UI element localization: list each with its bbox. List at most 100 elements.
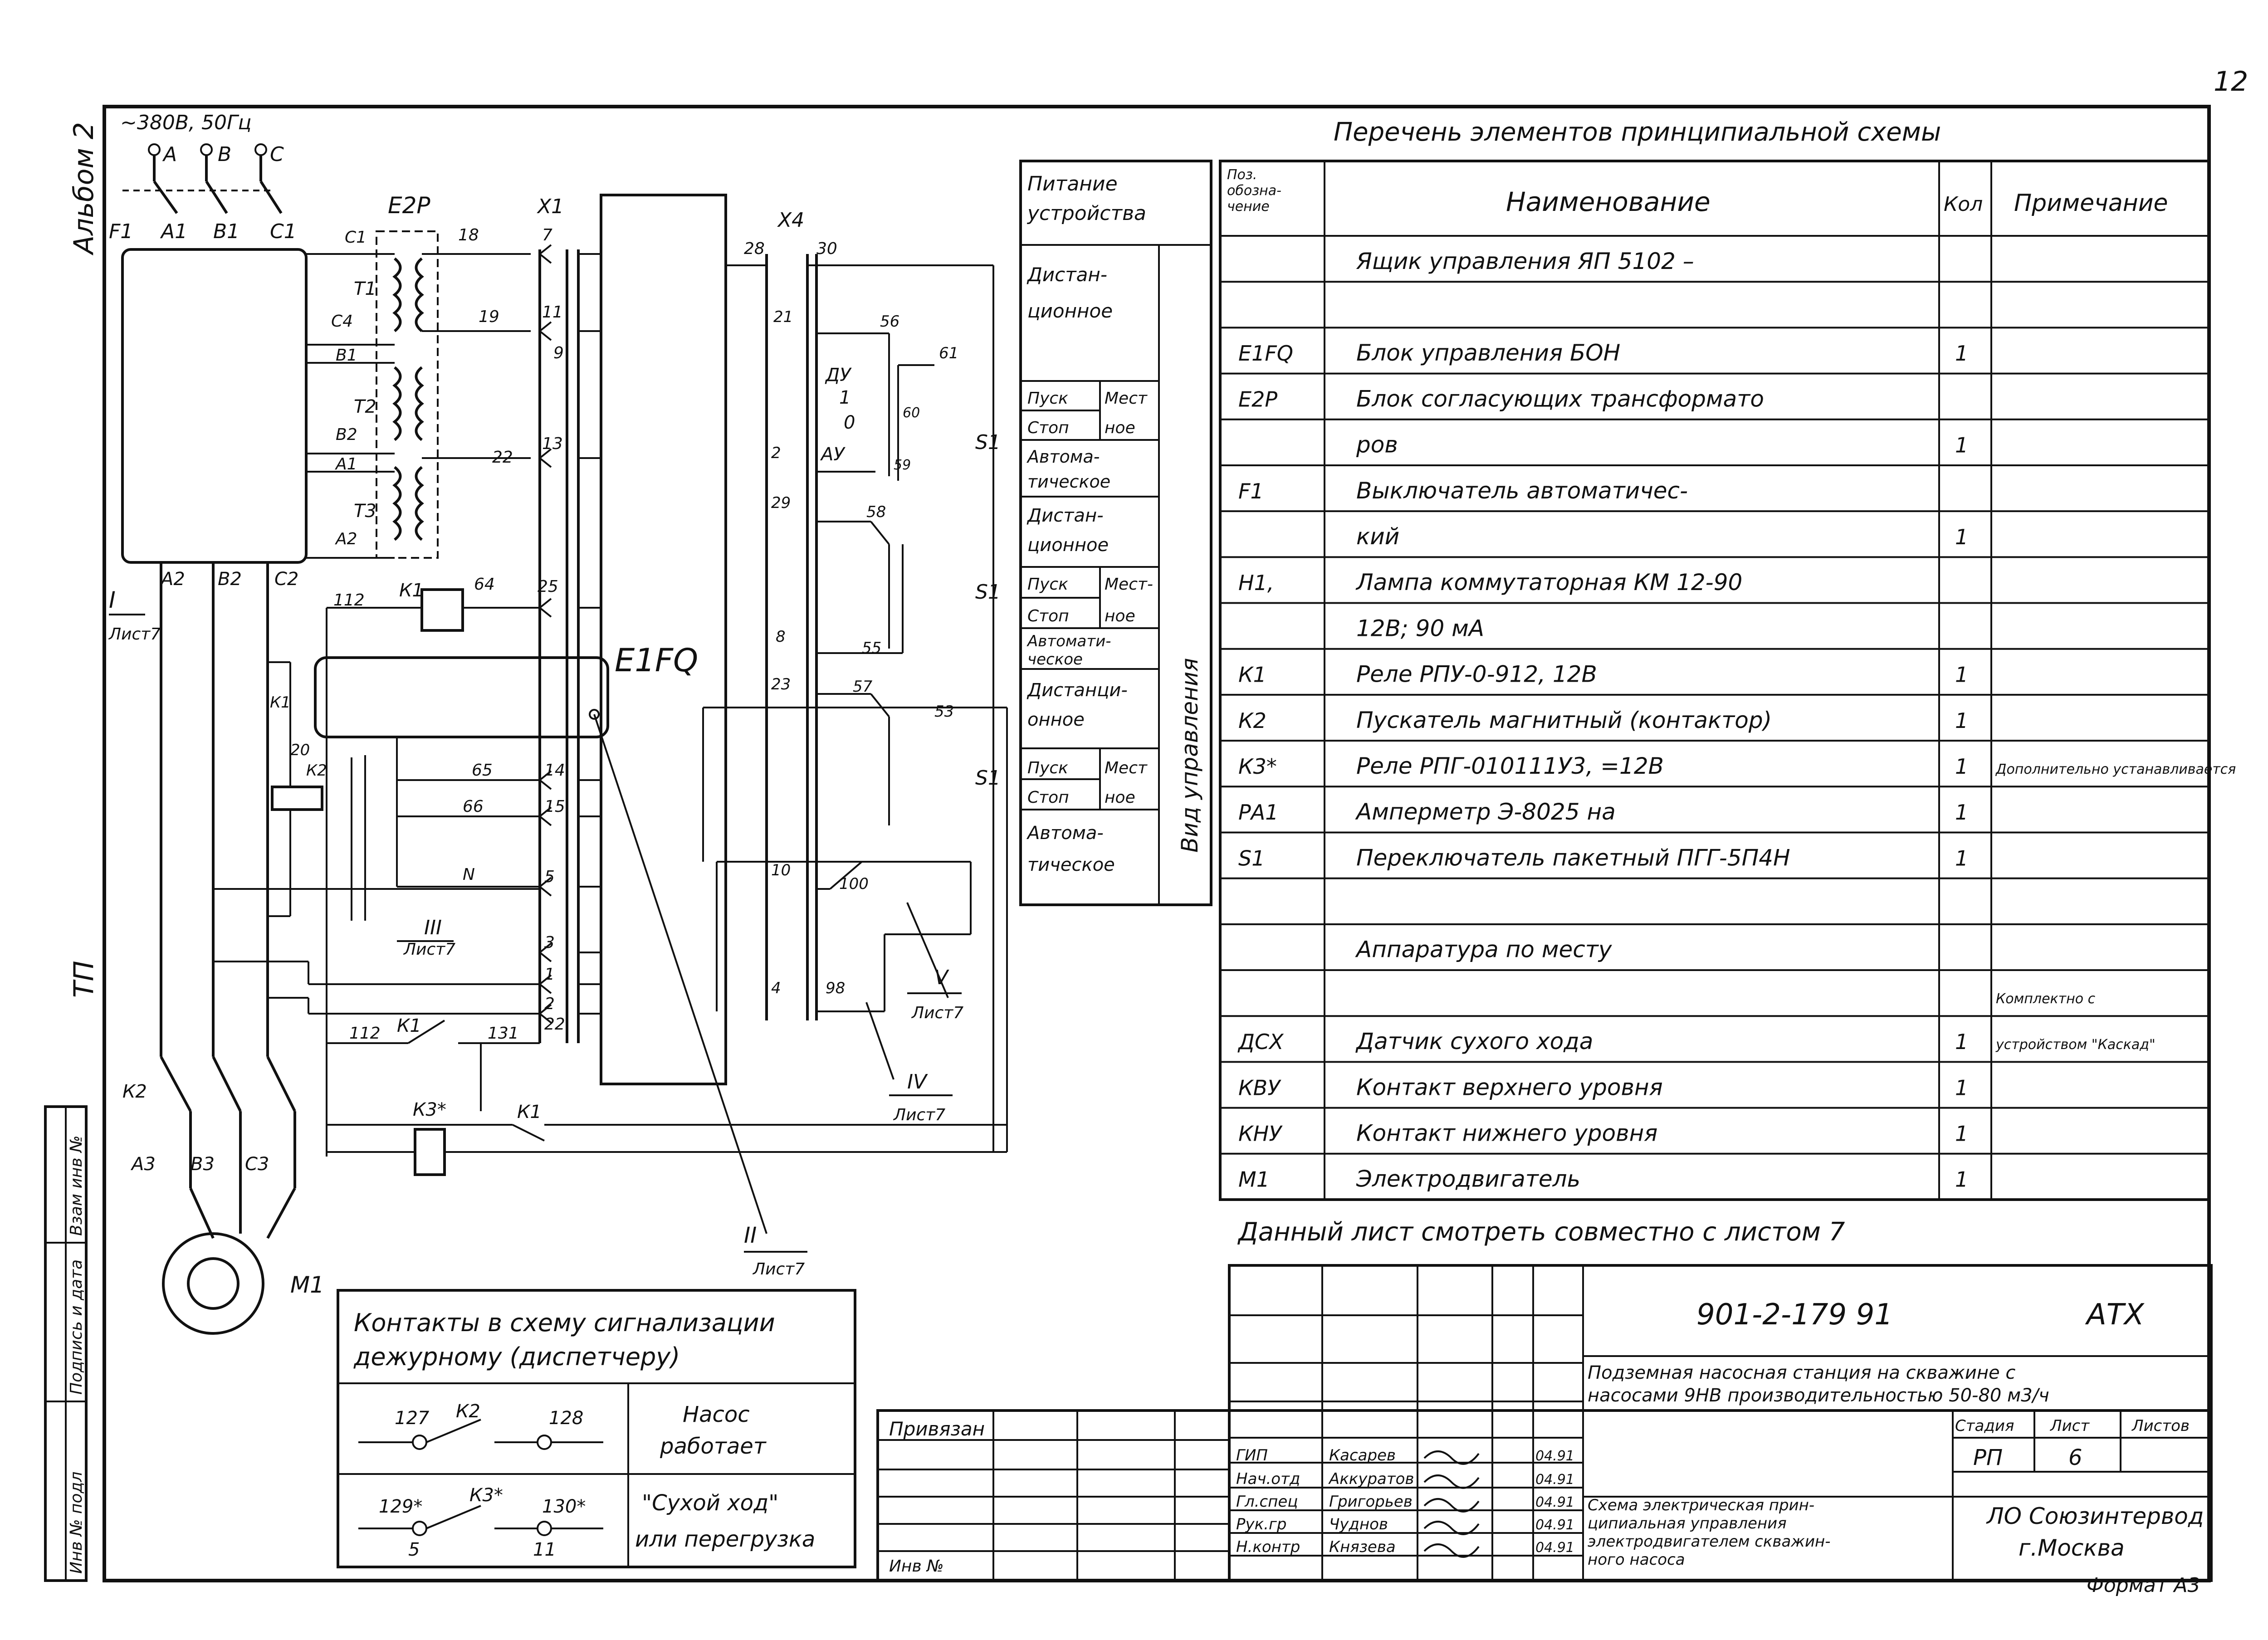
row-qty: 1 <box>1955 663 1968 687</box>
mode-row-2b: ционное <box>1027 535 1109 556</box>
lbl-22: 22 <box>492 448 513 467</box>
signature-2 <box>1423 1474 1480 1489</box>
row-name: Блок управления БОН <box>1356 340 1620 366</box>
lbl-a2: А2 <box>160 569 185 590</box>
tb-role-1: ГИП <box>1236 1446 1268 1464</box>
tb-desc-1: Подземная насосная станция на скважине с <box>1588 1362 2015 1383</box>
row-note: Комплектно с <box>1996 991 2096 1007</box>
lbl-m1: М1 <box>290 1272 324 1298</box>
mode-local-3a: Мест <box>1105 759 1148 777</box>
row-qty: 1 <box>1955 525 1968 549</box>
lbl-112: 112 <box>333 591 365 610</box>
lbl-b2-tr: В2 <box>336 425 357 444</box>
mode-start-3: Пуск <box>1027 759 1068 777</box>
lbl-f1: F1 <box>109 220 133 243</box>
row-qty: 1 <box>1955 1121 1968 1146</box>
lbl-22b: 22 <box>544 1015 565 1034</box>
lbl-55: 55 <box>862 639 881 657</box>
sig-desc-1b: работает <box>660 1434 767 1459</box>
row-name: Контакт верхнего уровня <box>1356 1074 1663 1100</box>
lbl-c1: С1 <box>270 220 297 243</box>
tb-title-4: ного насоса <box>1588 1551 1685 1569</box>
lbl-n: N <box>463 865 475 884</box>
tb-name-2: Аккуратов <box>1328 1470 1414 1488</box>
sig-desc-2b: или перегрузка <box>635 1527 815 1552</box>
tb-name-1: Касарев <box>1329 1446 1396 1464</box>
mode-stop-3: Стоп <box>1027 788 1069 807</box>
tb-name-3: Григорьев <box>1329 1493 1413 1511</box>
mode-auto-3a: Автома- <box>1026 823 1104 844</box>
sig-desc-1a: Насос <box>683 1402 750 1427</box>
lbl-x4: X4 <box>777 209 804 232</box>
mode-stop-1: Стоп <box>1027 419 1069 437</box>
transformer-e2p: Е2Р С1 С4 В1 В2 А1 А2 Т1 Т2 Т3 18 19 22 <box>306 192 531 559</box>
lbl-k2-main: К2 <box>122 1081 147 1102</box>
mode-start-2: Пуск <box>1027 575 1068 594</box>
row-name: Амперметр Э-8025 на <box>1355 799 1616 825</box>
mode-header-2: устройства <box>1026 202 1146 225</box>
tb-privyazan: Привязан <box>889 1418 985 1440</box>
terminal-x4-switch-s1: X4 28 30 21 56 61 ДУ 1 0 АУ 60 59 2 29 5… <box>702 209 1008 1152</box>
signal-title-2: дежурному (диспетчеру) <box>353 1342 680 1371</box>
tb-org-2: г.Москва <box>2019 1535 2125 1561</box>
lbl-98: 98 <box>826 979 845 997</box>
lbl-4: 4 <box>771 979 781 997</box>
tb-name-5: Князева <box>1329 1538 1396 1556</box>
hdr-name: Наименование <box>1506 186 1711 217</box>
lbl-131: 131 <box>488 1024 519 1043</box>
lbl-k1-contact3: К1 <box>517 1102 542 1123</box>
sig-127: 127 <box>395 1408 430 1429</box>
row-name: 12В; 90 мА <box>1356 615 1484 641</box>
row-name: кий <box>1356 523 1399 550</box>
motor-m1 <box>162 1232 264 1335</box>
lbl-25: 25 <box>538 577 558 596</box>
lbl-30: 30 <box>816 239 837 258</box>
lbl-dy: ДУ <box>825 365 852 386</box>
lbl-1: 1 <box>544 965 555 984</box>
row-name: Выключатель автоматичес- <box>1356 478 1688 504</box>
lbl-c2: С2 <box>274 569 298 590</box>
row-qty: 1 <box>1955 433 1968 458</box>
signature-1 <box>1423 1450 1480 1465</box>
tb-title-2: ципиальная управления <box>1588 1514 1787 1533</box>
row-qty: 1 <box>1955 341 1968 366</box>
lbl-zero: 0 <box>844 412 855 433</box>
lbl-t2: Т2 <box>354 396 376 417</box>
row-name: ров <box>1356 432 1398 458</box>
terminal-x1: X1 7 11 9 13 25 14 15 5 3 1 2 22 <box>537 195 580 1043</box>
tb-sheet: 6 <box>2068 1445 2082 1470</box>
row-pos: РА1 <box>1238 800 1278 825</box>
tb-date-3: 04.91 <box>1535 1494 1574 1510</box>
lbl-61: 61 <box>939 344 958 362</box>
lbl-c4: С4 <box>331 312 353 331</box>
row-pos: Е1FQ <box>1238 341 1293 366</box>
lbl-e2p: Е2Р <box>388 192 430 219</box>
tb-role-5: Н.контр <box>1236 1538 1300 1556</box>
mode-local-2a: Мест- <box>1105 575 1153 594</box>
lbl-21: 21 <box>773 308 793 326</box>
tb-role-4: Рук.гр <box>1236 1515 1286 1533</box>
lbl-t3: Т3 <box>354 501 376 522</box>
sig-5: 5 <box>408 1539 420 1560</box>
tb-title-1: Схема электрическая прин- <box>1588 1496 1814 1514</box>
phase-b: В <box>218 143 231 166</box>
row-name: Электродвигатель <box>1356 1166 1580 1192</box>
lbl-b3: В3 <box>191 1154 215 1175</box>
ref-iv-sheet: Лист7 <box>893 1106 945 1124</box>
lbl-b1: В1 <box>213 220 240 243</box>
lbl-k1-contact2: К1 <box>397 1015 421 1036</box>
hdr-pos-2: обозна- <box>1227 183 1281 199</box>
phase-c: С <box>270 143 284 166</box>
tb-stage: РП <box>1973 1445 2003 1470</box>
lbl-56: 56 <box>880 312 899 331</box>
lbl-k3: К3* <box>413 1099 446 1120</box>
lbl-a1-tr: А1 <box>335 455 357 473</box>
mode-auto-1b: тическое <box>1027 472 1110 492</box>
tb-date-5: 04.91 <box>1535 1540 1574 1556</box>
mode-row-1b: ционное <box>1027 300 1113 322</box>
mode-auto-2a: Автомати- <box>1026 632 1111 650</box>
lbl-a1: А1 <box>160 220 187 243</box>
sig-k3: К3* <box>469 1485 503 1506</box>
row-name: Лампа коммутаторная КМ 12-90 <box>1355 569 1742 595</box>
